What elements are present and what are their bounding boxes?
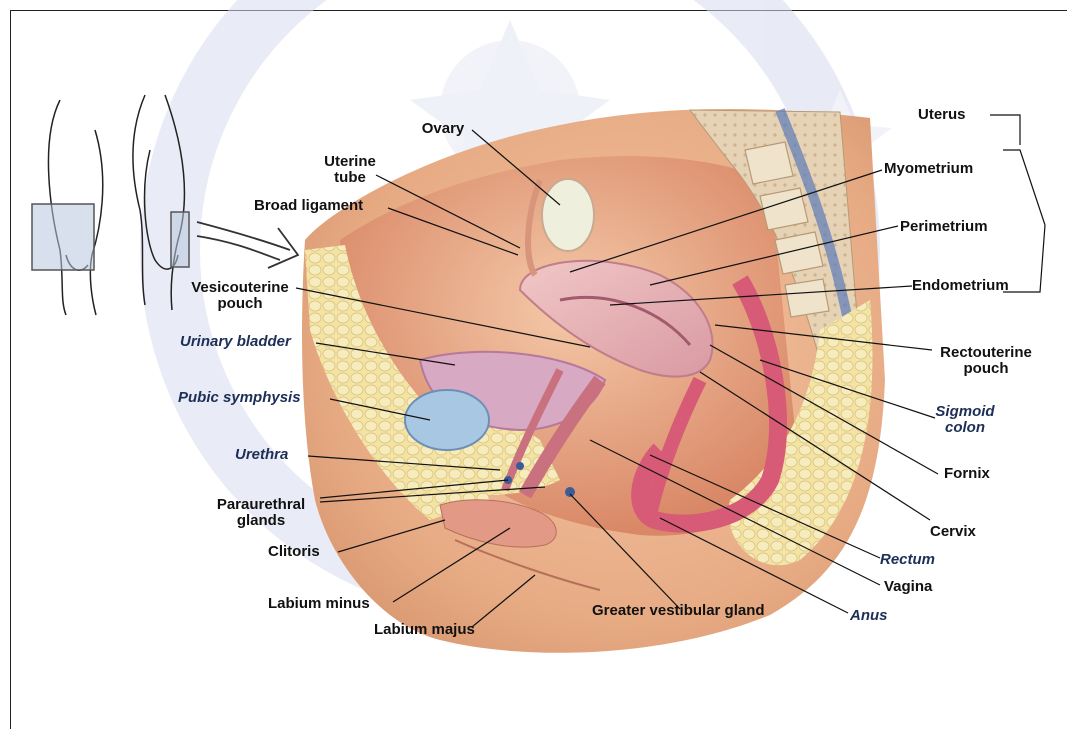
label-sigmoid-colon-line1: Sigmoid	[930, 404, 1000, 420]
label-clitoris: Clitoris	[268, 544, 320, 560]
label-vesicouterine-pouch-line2: pouch	[184, 296, 296, 312]
label-broad-ligament: Broad ligament	[254, 198, 363, 214]
label-sigmoid-colon-line2: colon	[930, 420, 1000, 436]
label-uterus: Uterus	[918, 107, 966, 123]
label-uterine-tube-line1: Uterine	[318, 154, 382, 170]
label-urethra: Urethra	[235, 447, 288, 463]
arrow-icon	[197, 222, 298, 268]
label-perimetrium: Perimetrium	[900, 219, 988, 235]
label-paraurethral-glands-line1: Paraurethral	[206, 497, 316, 513]
label-urinary-bladder: Urinary bladder	[180, 334, 291, 350]
label-vesicouterine-pouch-line1: Vesicouterine	[184, 280, 296, 296]
label-pubic-symphysis: Pubic symphysis	[178, 390, 301, 406]
label-greater-vestibular-gland: Greater vestibular gland	[592, 603, 765, 619]
label-myometrium: Myometrium	[884, 161, 973, 177]
label-vagina: Vagina	[884, 579, 932, 595]
label-rectum: Rectum	[880, 552, 935, 568]
label-rectouterine-pouch-line1: Rectouterine	[930, 345, 1042, 361]
label-uterine-tube-line2: tube	[318, 170, 382, 186]
label-fornix: Fornix	[944, 466, 990, 482]
label-labium-minus: Labium minus	[268, 596, 370, 612]
pelvis-section	[302, 109, 885, 653]
label-anus: Anus	[850, 608, 888, 624]
label-paraurethral-glands-line2: glands	[206, 513, 316, 529]
label-cervix: Cervix	[930, 524, 976, 540]
label-endometrium: Endometrium	[912, 278, 1009, 294]
label-labium-majus: Labium majus	[374, 622, 475, 638]
label-rectouterine-pouch-line2: pouch	[930, 361, 1042, 377]
label-ovary: Ovary	[414, 121, 472, 137]
